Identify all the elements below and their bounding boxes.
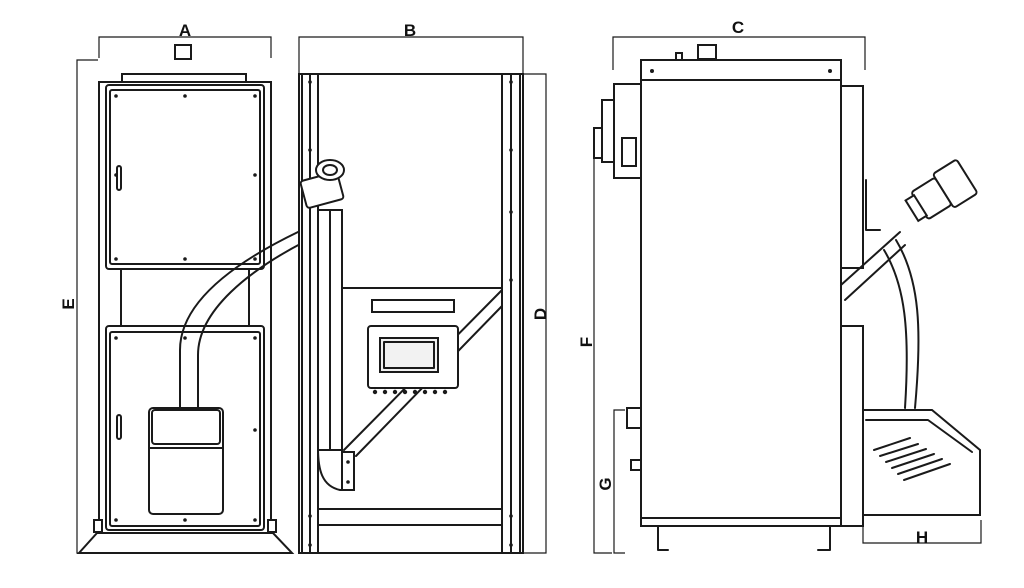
boiler-side-view (593, 36, 982, 554)
flue-outlet (174, 44, 192, 60)
front-view (76, 36, 305, 554)
control-display (379, 337, 439, 373)
dimension-g-line (613, 409, 625, 554)
dimension-g-label: G (596, 477, 615, 490)
dimension-e-label: E (59, 298, 78, 309)
motor-cap (315, 159, 345, 181)
upper-door (105, 84, 265, 270)
dimension-b-line (298, 36, 524, 74)
dimension-d-line (524, 73, 547, 554)
burner-motor (904, 159, 978, 223)
front-base (76, 532, 295, 554)
dimension-a-label: A (179, 21, 191, 40)
upper-door-handle (116, 165, 122, 191)
dimension-a-line (98, 36, 272, 58)
flue-outlet-side (697, 44, 717, 60)
dimension-e-line (76, 59, 98, 554)
dimension-h-line (862, 520, 982, 544)
lower-door-profile (840, 325, 864, 527)
lower-door-handle (116, 414, 122, 440)
dimension-c-line (612, 36, 866, 70)
top-cover-side (640, 59, 842, 81)
upper-door-profile (840, 85, 864, 269)
dimension-c-label: C (732, 18, 744, 37)
control-panel (367, 299, 459, 395)
hopper-frame (298, 73, 524, 554)
hopper-side-view (298, 36, 547, 554)
burner-housing (862, 409, 981, 516)
boiler-body-side (640, 79, 842, 527)
dimension-b-label: B (404, 21, 416, 40)
dimension-d-label: D (531, 308, 550, 320)
dimension-f-label: F (577, 337, 596, 347)
top-cap (121, 73, 247, 83)
dimension-h-label: H (916, 528, 928, 547)
burner-vent-slots (873, 437, 951, 481)
